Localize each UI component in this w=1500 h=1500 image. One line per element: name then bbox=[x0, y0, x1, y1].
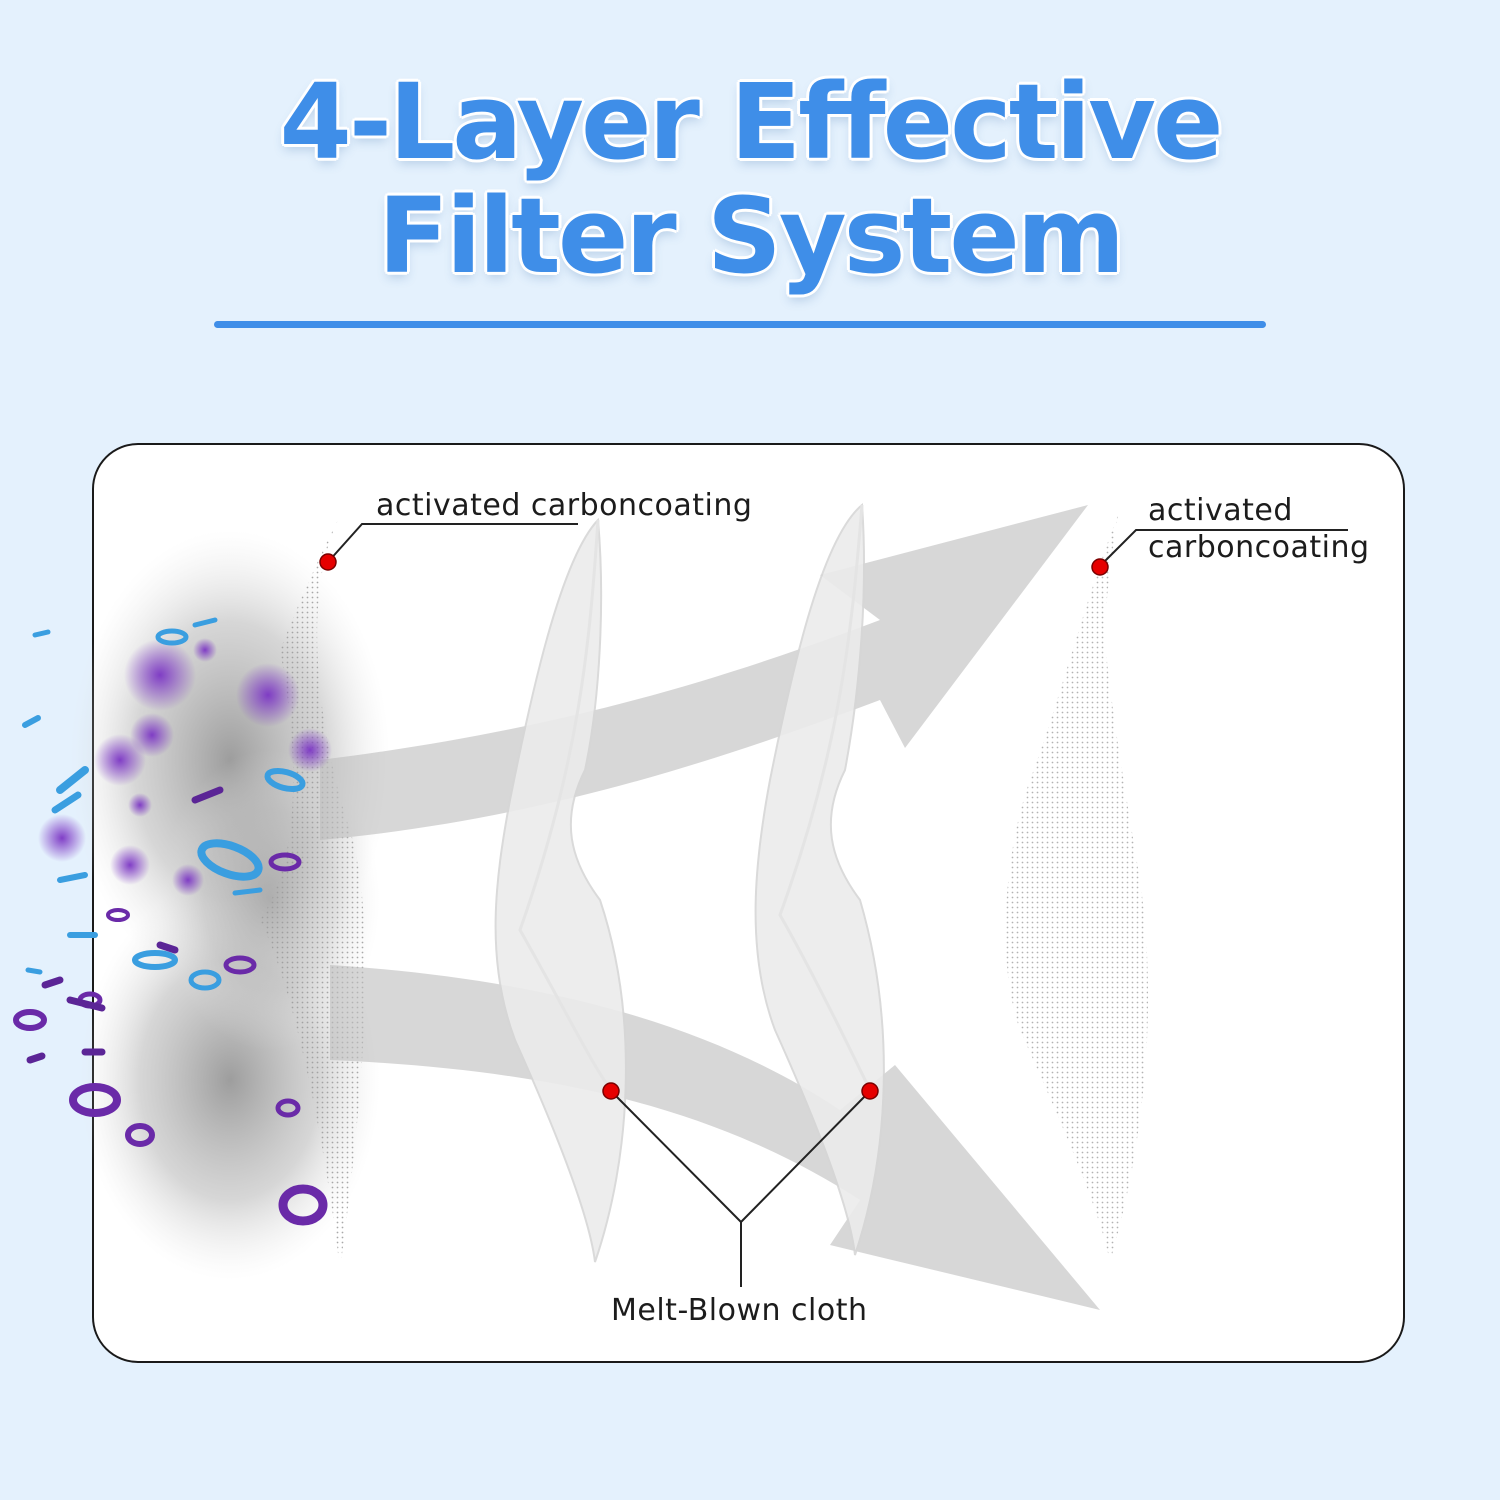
layer-3-melt-blown bbox=[754, 502, 885, 1256]
callout-line-melt-blown-right bbox=[740, 1090, 871, 1223]
layer-2-melt-blown bbox=[494, 517, 627, 1263]
callout-lines bbox=[327, 523, 1348, 1287]
marker-layer-2 bbox=[602, 1082, 620, 1100]
upper-flow-arrow bbox=[320, 505, 1088, 840]
layer-4-carbon-coating bbox=[1005, 515, 1149, 1262]
callout-line-layer-4 bbox=[1099, 529, 1348, 567]
label-layer-1: activated carboncoating bbox=[376, 488, 753, 523]
label-layer-4-line-1: activated bbox=[1148, 493, 1293, 528]
title-line-1: 4-Layer Effective bbox=[279, 61, 1223, 183]
red-markers bbox=[319, 553, 1109, 1100]
title-line-2: Filter System bbox=[377, 175, 1125, 297]
marker-layer-4 bbox=[1091, 558, 1109, 576]
purple-dashes bbox=[26, 786, 224, 1064]
callout-line-layer-1 bbox=[327, 523, 578, 563]
label-melt-blown: Melt-Blown cloth bbox=[611, 1293, 868, 1328]
callout-line-melt-blown-left bbox=[610, 1090, 742, 1223]
title-underline bbox=[214, 321, 1266, 328]
marker-layer-3 bbox=[861, 1082, 879, 1100]
label-layer-4-line-2: carboncoating bbox=[1148, 530, 1370, 565]
layer-1-carbon-coating bbox=[260, 520, 366, 1270]
marker-layer-1 bbox=[319, 553, 337, 571]
blue-particles bbox=[22, 617, 306, 991]
purple-particles bbox=[38, 638, 332, 896]
airflow-arrows bbox=[320, 505, 1100, 1310]
lower-flow-arrow bbox=[330, 965, 1100, 1310]
